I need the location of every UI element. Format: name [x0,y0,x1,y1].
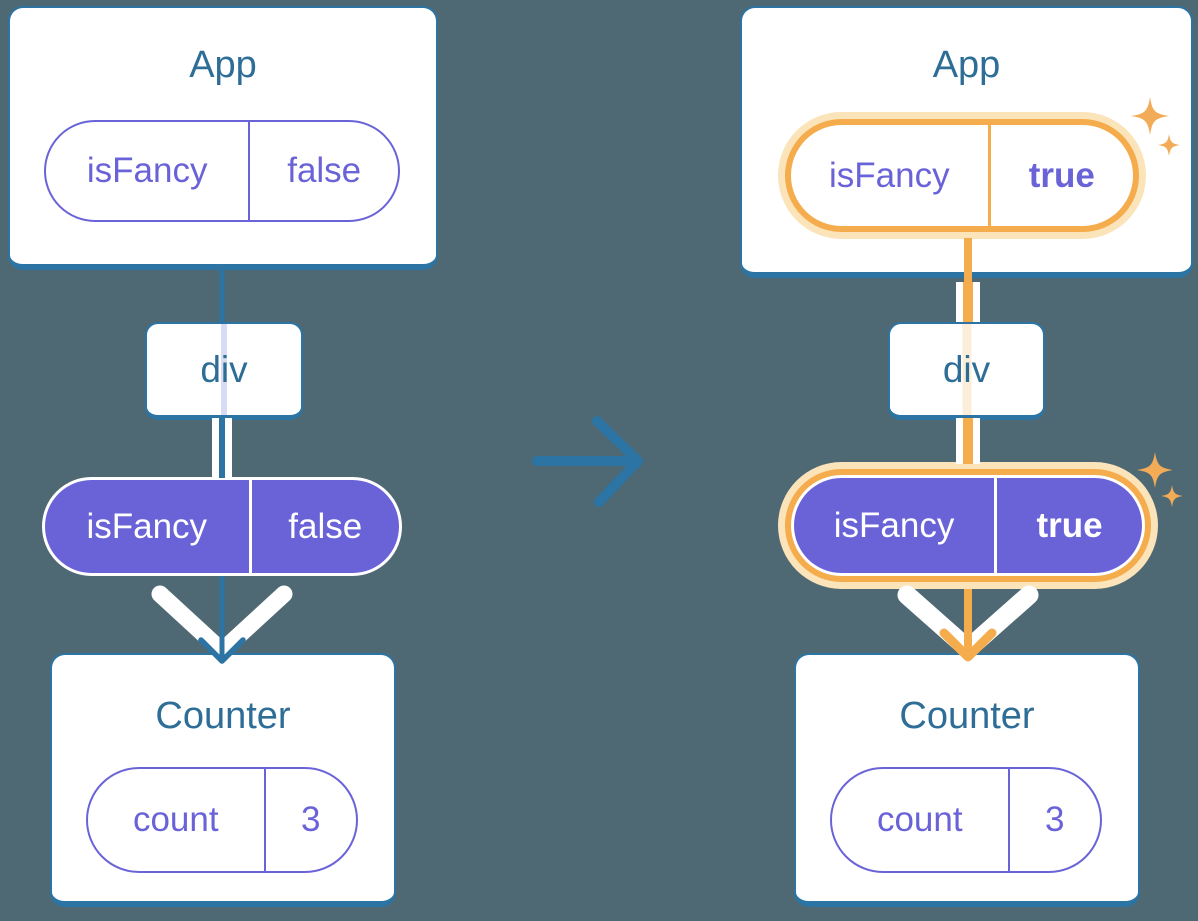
app-card: App isFancy true [740,6,1193,278]
component-title: Counter [155,695,291,737]
state-pill: count 3 [830,767,1102,873]
prop-pipe-highlighted [956,282,980,322]
prop-name: isFancy [829,155,950,195]
ghost-prop-line [962,324,971,415]
passed-prop-pill: isFancy false [42,477,402,576]
prop-value: true [987,125,1133,226]
highlight-ring: isFancy true [785,119,1139,232]
prop-value: true [994,478,1142,573]
passed-prop-pill-highlighted: isFancy true [778,462,1158,589]
app-card: App isFancy false [8,6,438,270]
component-title: Counter [899,695,1035,737]
prop-pipe [212,418,232,478]
prop-pipe-highlighted [956,418,980,464]
prop-pill-highlighted: isFancy true [778,112,1146,239]
prop-name: isFancy [833,505,955,545]
prop-pill: isFancy true [791,125,1133,226]
div-label: div [200,348,248,390]
prop-name: isFancy [86,151,208,190]
prop-name: isFancy [86,506,208,546]
ghost-prop-line [221,324,227,415]
counter-card: Counter count 3 [794,653,1140,907]
tree-edge [219,268,225,324]
highlight-ring: isFancy true [785,469,1151,582]
pass-down-arrow-icon [151,576,293,664]
div-card: div [888,322,1045,420]
state-value: 3 [263,769,356,871]
div-label: div [942,348,991,390]
state-name: count [132,800,219,839]
prop-value: false [248,122,398,220]
counter-card: Counter count 3 [50,653,396,907]
transition-arrow-icon [532,416,643,507]
state-name: count [876,800,963,839]
prop-pill: isFancy false [44,120,400,222]
passed-prop-pill: isFancy true [794,478,1142,573]
prop-value: false [248,480,399,573]
state-value: 3 [1007,769,1100,871]
component-title: App [189,44,257,86]
component-title: App [932,44,1001,86]
pass-down-arrow-icon [897,585,1039,662]
state-pill: count 3 [86,767,358,873]
div-card: div [145,322,303,420]
pill-surface: isFancy true [791,475,1145,576]
